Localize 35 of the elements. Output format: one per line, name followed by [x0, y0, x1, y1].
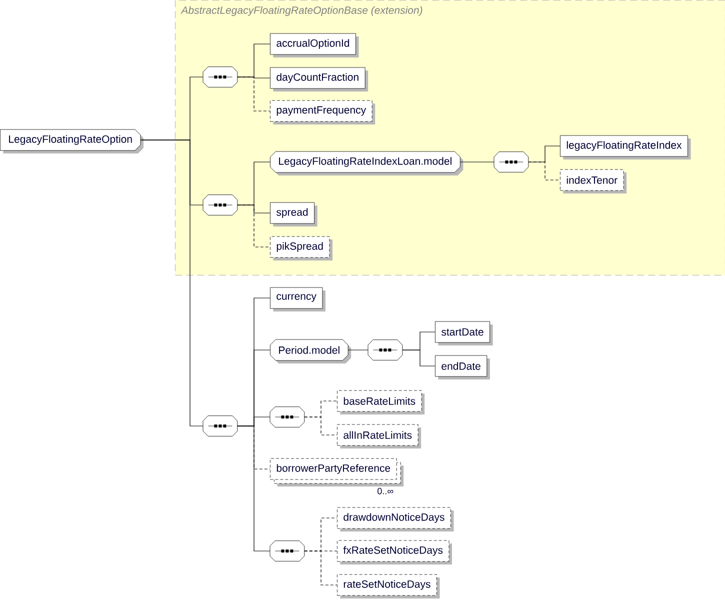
connector: [402, 350, 436, 366]
element-box: accrualOptionId: [270, 33, 359, 58]
sequence-symbol: [368, 340, 403, 360]
group-box: LegacyFloatingRateIndexLoan.model: [270, 151, 464, 176]
sequence-symbol: [494, 152, 529, 172]
sequence-symbol: [202, 416, 238, 436]
sequence-symbol: [202, 194, 238, 216]
element-box: borrowerPartyReference: [270, 458, 404, 486]
element-box: legacyFloatingRateIndex: [560, 135, 691, 160]
element-box: fxRateSetNoticeDays: [337, 540, 452, 564]
connector: [237, 426, 270, 552]
sequence-symbol: [270, 540, 305, 562]
element-box: rateSetNoticeDays: [337, 574, 440, 598]
connector: [304, 550, 338, 586]
connector: [237, 76, 270, 112]
group-box: Period.model: [270, 339, 352, 364]
connector: [140, 140, 204, 426]
connector: [528, 162, 560, 180]
element-box: drawdownNoticeDays: [337, 507, 454, 532]
element-box: currency: [270, 287, 326, 312]
element-box: indexTenor: [560, 169, 627, 194]
connector: [304, 416, 338, 436]
root-element-box: LegacyFloatingRateOption: [0, 129, 144, 154]
connector: [237, 204, 270, 248]
occurrence-label: 0..∞: [378, 488, 394, 494]
element-box: baseRateLimits: [337, 390, 425, 414]
element-box: endDate: [435, 355, 490, 380]
element-box: spread: [270, 202, 318, 226]
element-box: paymentFrequency: [270, 100, 376, 124]
element-box: dayCountFraction: [270, 67, 368, 92]
element-box: pikSpread: [270, 236, 332, 260]
sequence-symbol: [202, 66, 238, 88]
element-box: allInRateLimits: [337, 424, 422, 448]
element-box: startDate: [435, 321, 493, 346]
sequence-symbol: [270, 406, 305, 428]
